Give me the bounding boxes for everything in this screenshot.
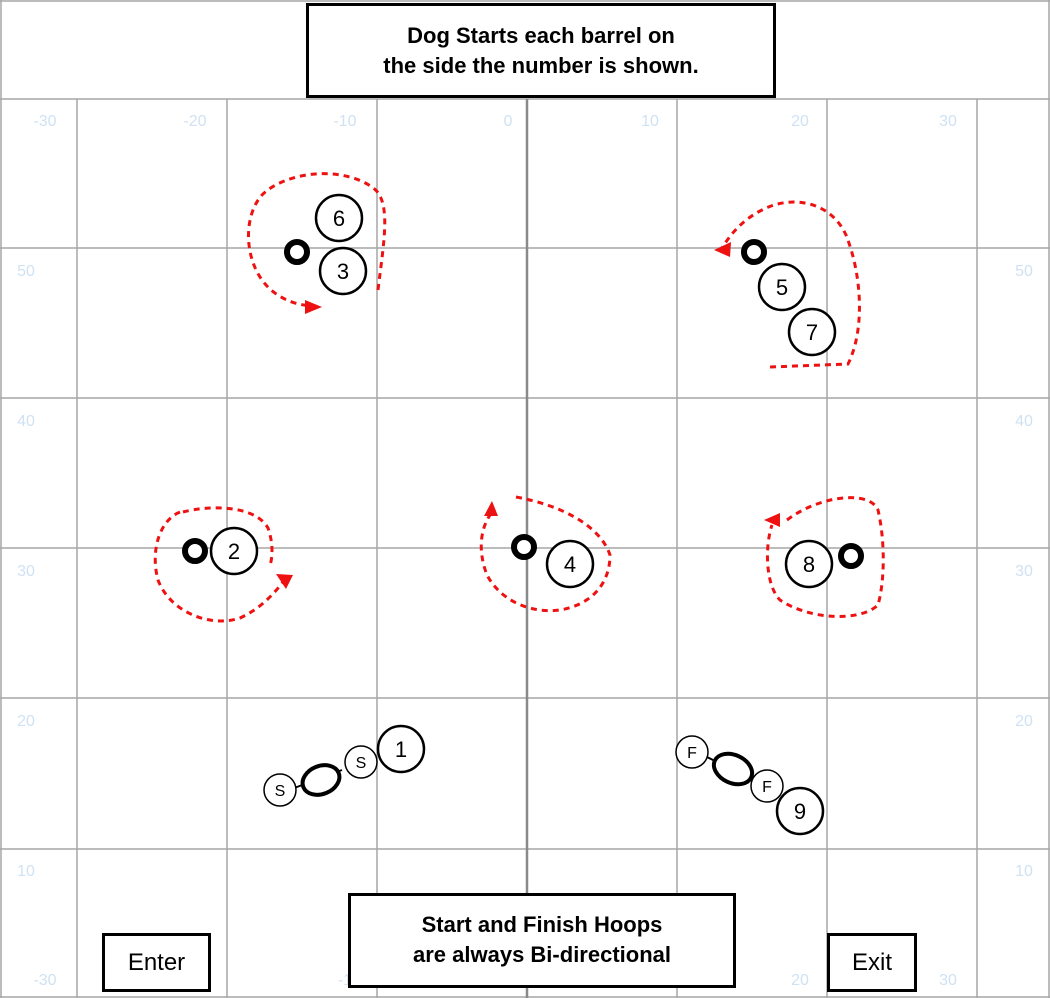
y-tick-left: 40 xyxy=(17,413,35,430)
barrel-pivot xyxy=(838,543,864,569)
barrel-9 xyxy=(775,786,825,836)
x-tick-bottom: 30 xyxy=(939,972,957,989)
path-barrel-2 xyxy=(153,506,285,623)
barrel-8 xyxy=(784,539,834,589)
barrel-pivot xyxy=(511,534,537,560)
barrel-3 xyxy=(318,246,368,296)
barrel-pivot xyxy=(741,239,767,265)
note-line: are always Bi-directional xyxy=(413,942,671,967)
x-tick-bottom: -30 xyxy=(33,972,56,989)
barrel-number: 8 xyxy=(803,552,815,577)
barrel-6 xyxy=(314,193,364,243)
enter-button[interactable]: Enter xyxy=(102,933,211,992)
path-barrels-6-3 xyxy=(247,172,387,308)
start-hoop: S S xyxy=(263,745,378,807)
note-line: Dog Starts each barrel on xyxy=(407,23,675,48)
barrel-number: 3 xyxy=(337,259,349,284)
x-tick-top: 30 xyxy=(939,113,957,130)
start-marker: S xyxy=(356,755,367,772)
y-tick-left: 50 xyxy=(17,263,35,280)
barrel-pivot xyxy=(284,239,310,265)
finish-marker: F xyxy=(762,779,772,796)
note-line: the side the number is shown. xyxy=(383,53,699,78)
barrel-2 xyxy=(209,526,259,576)
arrow-head-icon xyxy=(276,574,293,589)
x-tick-top: -30 xyxy=(33,113,56,130)
y-tick-left: 20 xyxy=(17,713,35,730)
path-barrels-5-7 xyxy=(720,200,861,369)
start-marker: S xyxy=(275,783,286,800)
y-tick-right: 10 xyxy=(1015,863,1033,880)
path-barrel-4 xyxy=(479,495,612,613)
y-tick-right: 20 xyxy=(1015,713,1033,730)
note-line: Start and Finish Hoops xyxy=(421,912,663,937)
instruction-note-bottom: Start and Finish Hoops are always Bi-dir… xyxy=(348,893,736,988)
arrow-head-icon xyxy=(484,501,498,516)
y-tick-left: 10 xyxy=(17,863,35,880)
y-tick-left: 30 xyxy=(17,563,35,580)
x-tick-bottom: 20 xyxy=(791,972,809,989)
barrel-number: 4 xyxy=(564,552,576,577)
finish-marker: F xyxy=(687,745,697,762)
y-tick-right: 30 xyxy=(1015,563,1033,580)
barrel-4 xyxy=(545,539,595,589)
y-tick-right: 40 xyxy=(1015,413,1033,430)
barrel-number: 5 xyxy=(776,275,788,300)
barrel-7 xyxy=(787,307,837,357)
arrow-head-icon xyxy=(714,242,731,257)
arrow-head-icon xyxy=(305,300,322,314)
barrel-number: 6 xyxy=(333,206,345,231)
barrel-number: 9 xyxy=(794,799,806,824)
x-tick-top: -10 xyxy=(333,113,356,130)
arrow-head-icon xyxy=(764,513,780,527)
barrel-1 xyxy=(376,724,426,774)
x-tick-top: 20 xyxy=(791,113,809,130)
barrel-pivot xyxy=(182,538,208,564)
instruction-note-top: Dog Starts each barrel on the side the n… xyxy=(306,3,776,98)
x-tick-top: 0 xyxy=(504,113,513,130)
y-tick-right: 50 xyxy=(1015,263,1033,280)
x-tick-top: 10 xyxy=(641,113,659,130)
exit-button[interactable]: Exit xyxy=(827,933,917,992)
finish-hoop: F F xyxy=(675,735,784,803)
barrel-number: 2 xyxy=(228,539,240,564)
barrel-5 xyxy=(757,262,807,312)
barrel-number: 7 xyxy=(806,320,818,345)
barrel-number: 1 xyxy=(395,737,407,762)
x-tick-top: -20 xyxy=(183,113,206,130)
